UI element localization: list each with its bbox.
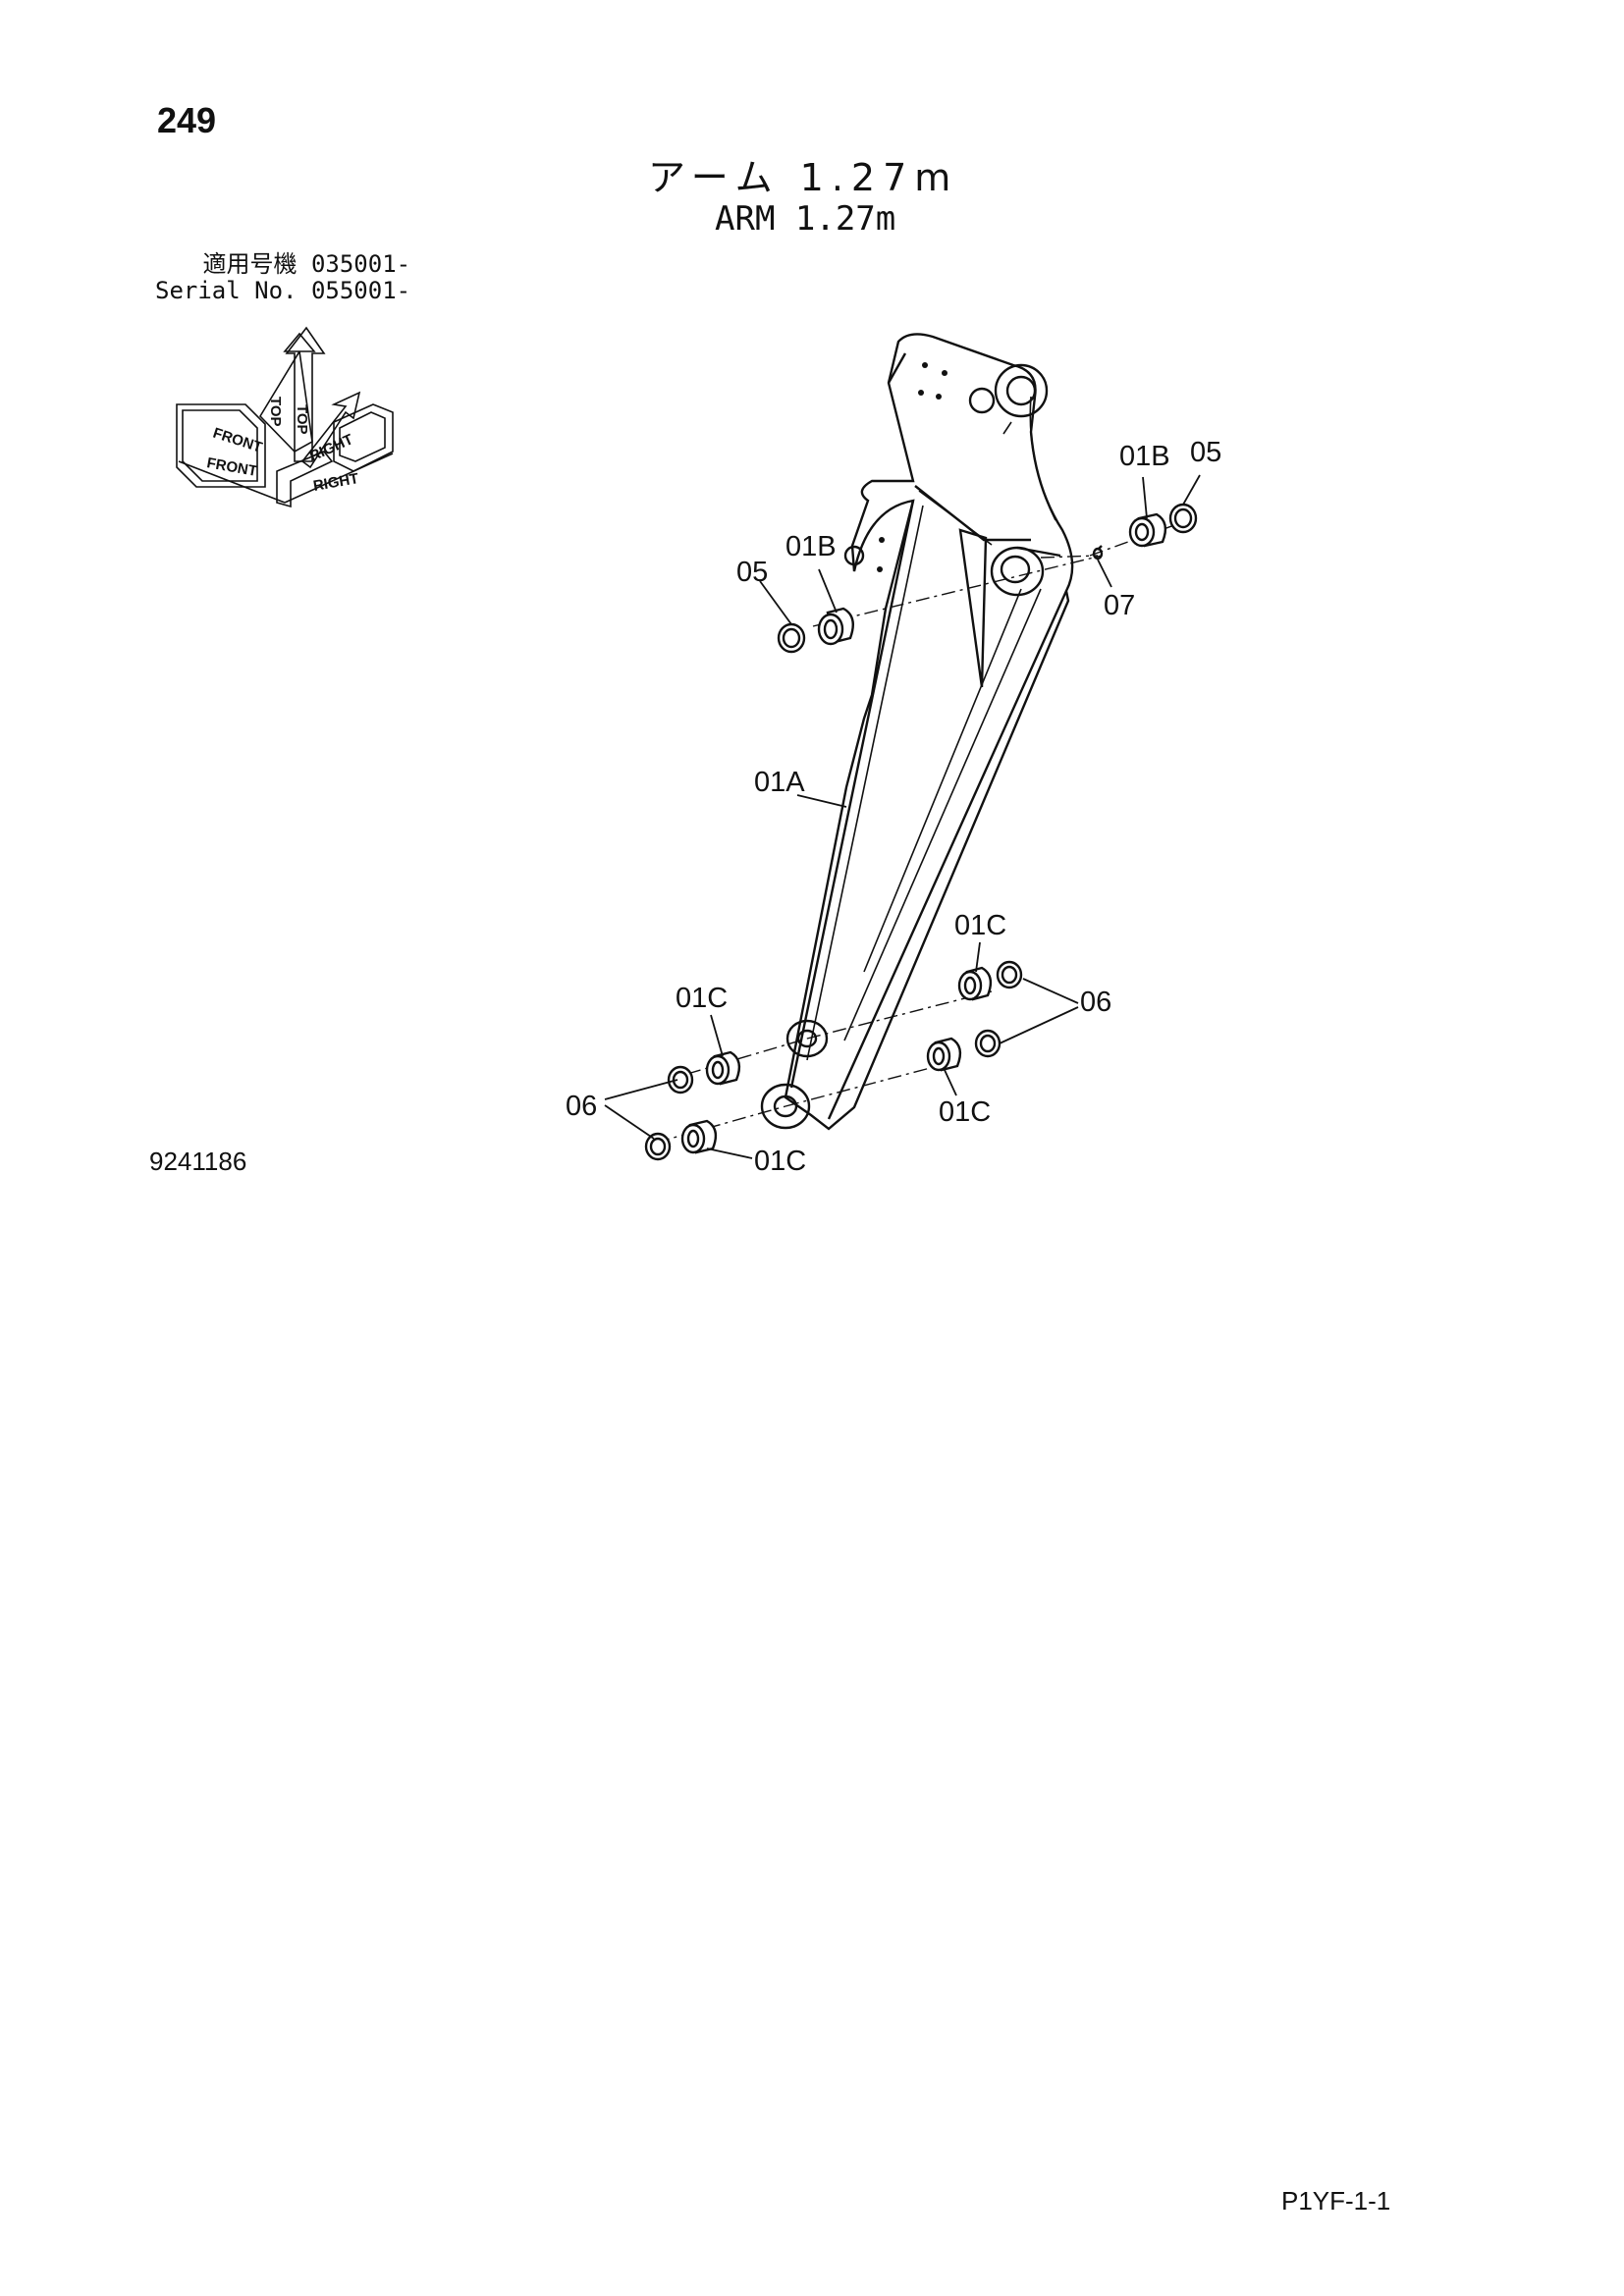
orientation-right-text: RIGHT (312, 470, 360, 495)
callout-01c-bottom-right: 01C (939, 1096, 991, 1128)
serial-en-row: Serial No. 055001- (155, 278, 410, 304)
callout-07: 07 (1104, 590, 1135, 621)
serial-jp-row: 適用号機 035001- (155, 250, 411, 278)
title-japanese: アーム 1.27m (648, 156, 959, 199)
serial-en-value: 055001- (310, 277, 411, 304)
title-english: ARM 1.27m (715, 199, 896, 239)
upper-ring-right (1168, 503, 1198, 534)
upper-ring-left (777, 622, 806, 654)
lower-bushing-bottom-right (926, 1037, 962, 1072)
lower-bushing-mid-left (705, 1050, 741, 1086)
orientation-top-lower-text: TOP (294, 404, 310, 435)
callout-01c-mid-left: 01C (676, 983, 728, 1014)
upper-bushing-right (1128, 512, 1167, 548)
callout-01b-left: 01B (785, 531, 837, 562)
orientation-indicator-icon: FRONT FRONT TOP TOP RIGHT RIGHT (176, 326, 394, 508)
lower-ring-bottom (644, 1132, 672, 1161)
serial-en-label: Serial No. (155, 277, 298, 304)
orientation-top-text: TOP (267, 397, 284, 427)
upper-bushing-left (817, 607, 854, 646)
serial-jp-label: 適用号機 (202, 250, 298, 278)
footer-code: P1YF-1-1 (1281, 2186, 1391, 2216)
serial-jp-value: 035001- (310, 250, 411, 278)
serial-block: 適用号機 035001- Serial No. 055001- (155, 251, 410, 304)
callout-01c-bottom: 01C (754, 1146, 806, 1177)
lower-ring-bottom-right (974, 1029, 1001, 1058)
arm-body (760, 333, 1074, 1131)
lower-bushing-top-right (957, 966, 993, 1001)
lower-bushing-bottom (680, 1119, 718, 1154)
pin-07 (1092, 545, 1104, 561)
leader-lines (604, 474, 1201, 1159)
callout-01c-top-right: 01C (954, 910, 1006, 941)
callout-06-right: 06 (1080, 987, 1111, 1018)
drawing-number: 9241186 (149, 1147, 247, 1176)
orientation-front-text: FRONT (205, 454, 258, 480)
lower-ring-top-right (996, 960, 1023, 989)
lower-ring-mid-left (667, 1065, 694, 1095)
callout-05-right: 05 (1190, 437, 1221, 468)
callout-06-left: 06 (566, 1091, 597, 1122)
callout-01b-right: 01B (1119, 441, 1170, 472)
orientation-front-upper-text: FRONT (211, 425, 264, 456)
callout-01a: 01A (754, 767, 805, 798)
callout-05-left: 05 (736, 557, 768, 588)
page-number: 249 (157, 100, 217, 140)
